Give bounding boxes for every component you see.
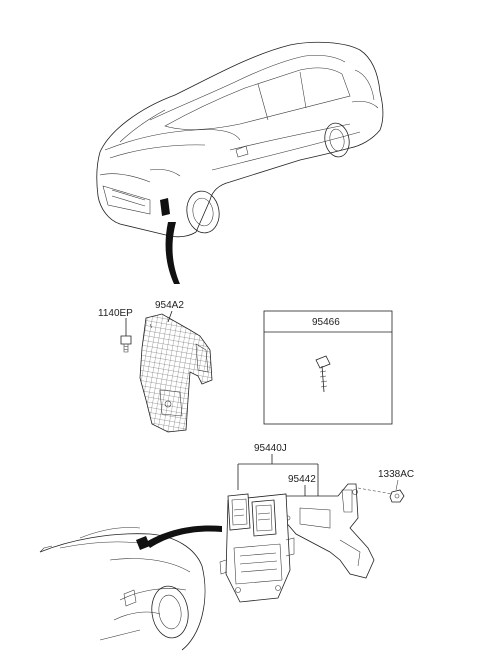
leader-1338ac bbox=[395, 479, 399, 491]
location-arrow-top bbox=[165, 222, 180, 284]
label-95466: 95466 bbox=[312, 317, 340, 328]
label-95442: 95442 bbox=[288, 474, 316, 485]
bracket-954a2 bbox=[139, 313, 213, 433]
screw-95466 bbox=[315, 355, 331, 393]
label-954a2: 954A2 bbox=[155, 300, 184, 311]
bolt-1140ep bbox=[120, 318, 132, 353]
location-arrow-bottom bbox=[146, 525, 222, 548]
bracket-95442 bbox=[281, 483, 375, 579]
leader-95440j bbox=[237, 454, 319, 500]
label-1140ep: 1140EP bbox=[98, 308, 133, 319]
ecu-module-95440j bbox=[219, 493, 295, 603]
part-box-95466: 95466 bbox=[263, 310, 393, 425]
nut-1338ac bbox=[389, 489, 405, 503]
dashed-leader-nut bbox=[357, 487, 393, 495]
car-bottom-illustration bbox=[39, 527, 206, 651]
label-95440j: 95440J bbox=[254, 443, 287, 454]
label-1338ac: 1338AC bbox=[378, 469, 414, 480]
car-top-illustration bbox=[96, 41, 384, 238]
